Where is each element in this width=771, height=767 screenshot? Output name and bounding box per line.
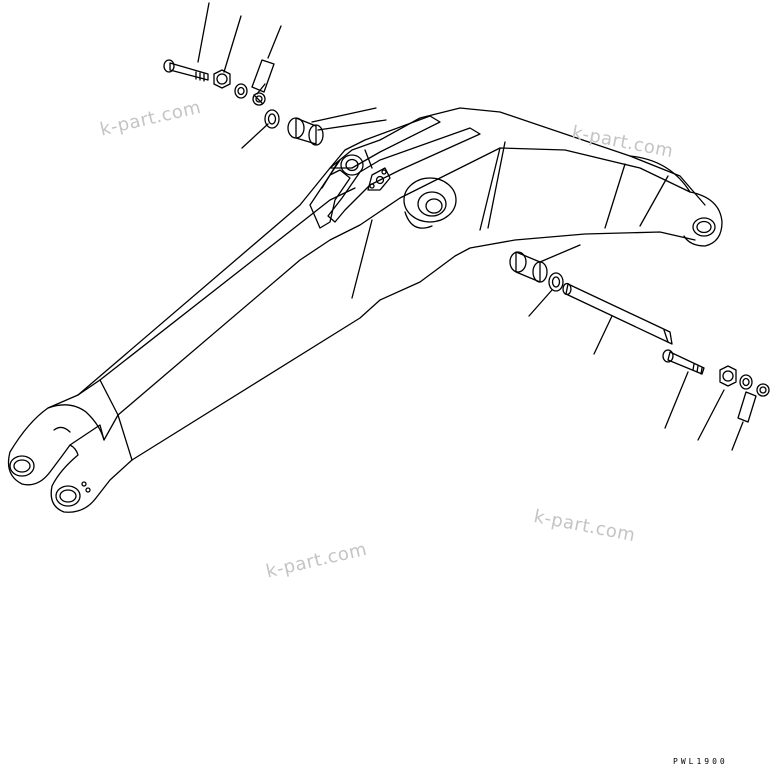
tag-box	[251, 59, 275, 93]
tag-box	[737, 391, 757, 423]
thrust-washer	[548, 272, 564, 292]
nut	[213, 69, 231, 89]
pin	[565, 283, 673, 345]
nut	[719, 365, 737, 387]
bushing	[295, 117, 317, 145]
bushing	[515, 251, 541, 283]
bolt	[667, 351, 705, 375]
upper-bolt-group	[163, 2, 387, 149]
thrust-washer	[264, 109, 280, 129]
cylinder-bracket	[309, 115, 481, 229]
washer	[739, 374, 753, 390]
grease-fitting	[252, 92, 266, 106]
side-boss	[403, 177, 457, 229]
boom-body	[77, 107, 723, 461]
bolt	[169, 62, 209, 81]
right-pin-group	[509, 244, 770, 451]
boom-foot	[7, 379, 133, 513]
drawing-code: PWL1900	[673, 757, 728, 766]
grease-fitting	[756, 383, 770, 397]
washer	[234, 83, 248, 99]
